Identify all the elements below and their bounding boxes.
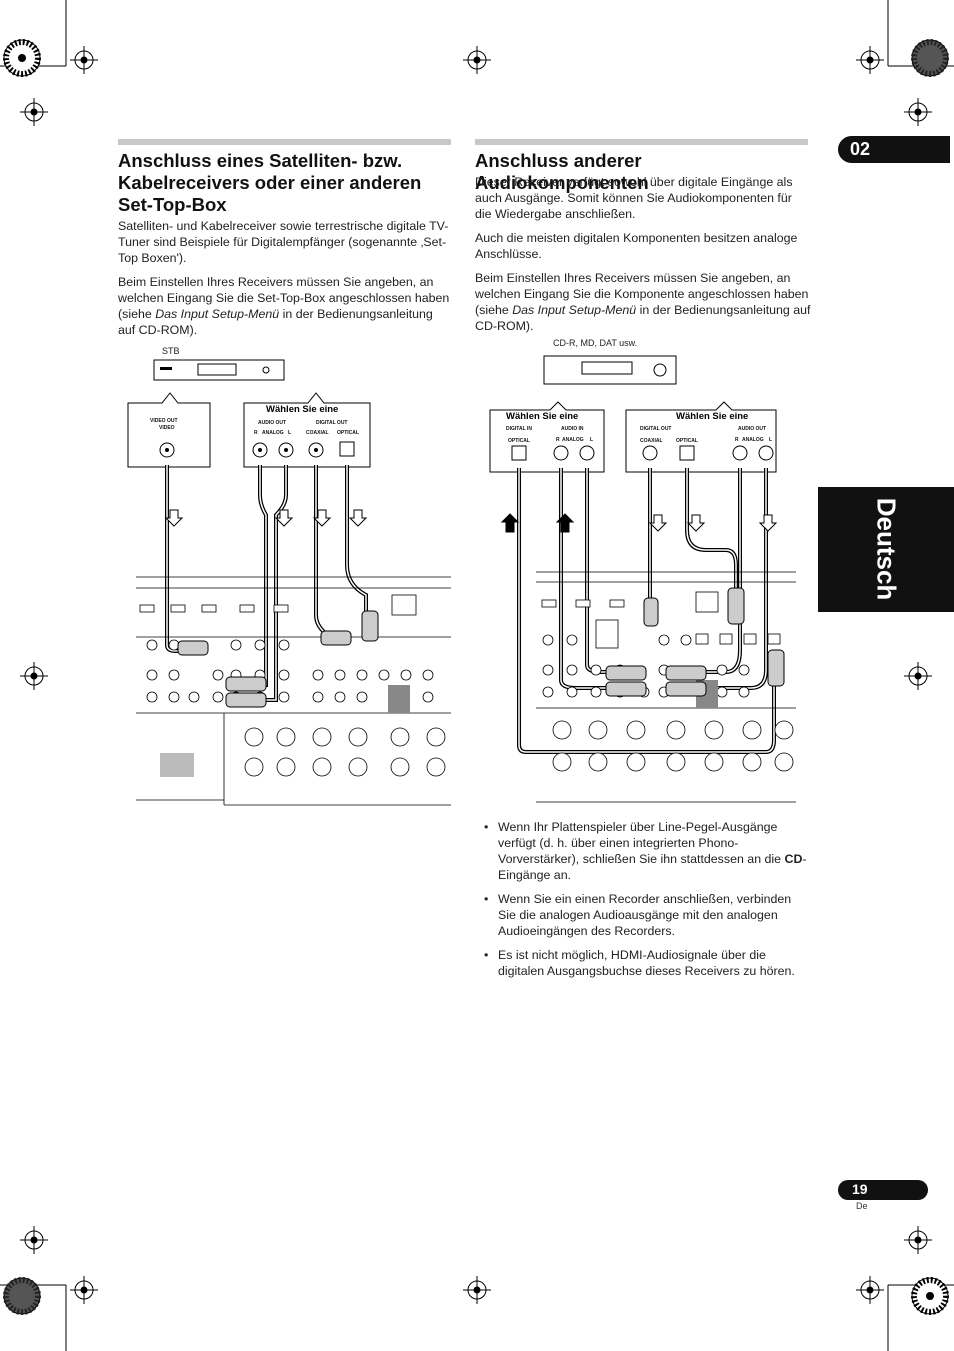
language-label: Deutsch xyxy=(871,497,902,601)
video-label: VIDEO xyxy=(159,425,175,431)
svg-text:OPTICAL: OPTICAL xyxy=(508,438,530,444)
svg-text:L: L xyxy=(590,437,593,443)
section-heading-right: Anschluss anderer Audiokomponenten xyxy=(475,150,649,193)
receiver-rear-panel-right xyxy=(536,571,796,803)
video-out-label: VIDEO OUT xyxy=(150,418,178,424)
svg-text:ANALOG: ANALOG xyxy=(562,437,584,443)
chapter-number: 02 xyxy=(850,139,871,159)
left-paragraph-1: Satelliten- und Kabelreceiver sowie terr… xyxy=(118,219,449,265)
section-rule-right xyxy=(475,139,808,145)
digital-out-label: DIGITAL OUT xyxy=(316,420,347,426)
svg-text:L: L xyxy=(769,437,772,443)
right-body: Dieser Receiver verfügt sowohl über digi… xyxy=(475,174,811,342)
note-3: Es ist nicht möglich, HDMI-Audiosignale … xyxy=(476,947,810,979)
coaxial-label: COAXIAL xyxy=(306,430,329,436)
recorder-label: CD-R, MD, DAT usw. xyxy=(553,338,638,348)
right-paragraph-3: Beim Einstellen Ihres Receivers müssen S… xyxy=(475,271,811,333)
svg-text:AUDIO IN: AUDIO IN xyxy=(561,426,584,432)
stb-label: STB xyxy=(162,346,180,356)
left-paragraph-2: Beim Einstellen Ihres Receivers müssen S… xyxy=(118,275,450,337)
left-body: Satelliten- und Kabelreceiver sowie terr… xyxy=(118,218,453,346)
svg-text:DIGITAL IN: DIGITAL IN xyxy=(506,426,532,432)
svg-text:OPTICAL: OPTICAL xyxy=(676,438,698,444)
note-1: Wenn Ihr Plattenspieler über Line-Pegel-… xyxy=(476,819,810,883)
chapter-tab: 02 xyxy=(838,136,950,163)
choose-one-label-1: Wählen Sie eine xyxy=(506,411,578,422)
choose-one-label-2: Wählen Sie eine xyxy=(676,411,748,422)
section-rule-left xyxy=(118,139,451,145)
svg-text:R: R xyxy=(254,430,258,436)
note-2: Wenn Sie ein einen Recorder anschließen,… xyxy=(476,891,810,939)
choose-one-label: Wählen Sie eine xyxy=(266,404,338,415)
svg-text:R: R xyxy=(556,437,560,443)
language-tab: Deutsch xyxy=(818,487,954,612)
section-heading-left: Anschluss eines Satelliten- bzw. Kabelre… xyxy=(118,150,422,215)
svg-text:COAXIAL: COAXIAL xyxy=(640,438,663,444)
analog-label: ANALOG xyxy=(262,430,284,436)
right-paragraph-1: Dieser Receiver verfügt sowohl über digi… xyxy=(475,175,793,221)
audio-out-label: AUDIO OUT xyxy=(258,420,286,426)
page-number-badge: 19 xyxy=(838,1180,928,1200)
notes-list: Wenn Ihr Plattenspieler über Line-Pegel-… xyxy=(476,819,810,987)
page-language: De xyxy=(856,1201,868,1211)
svg-text:AUDIO OUT: AUDIO OUT xyxy=(738,426,766,432)
svg-text:ANALOG: ANALOG xyxy=(742,437,764,443)
right-paragraph-2: Auch die meisten digitalen Komponenten b… xyxy=(475,231,798,261)
svg-text:DIGITAL OUT: DIGITAL OUT xyxy=(640,426,671,432)
receiver-jack-grid-right xyxy=(542,633,794,772)
optical-label: OPTICAL xyxy=(337,430,359,436)
audio-component-diagram: Wählen Sie eine Wählen Sie eine DIGITAL … xyxy=(489,355,796,803)
stb-connection-diagram: VIDEO OUT VIDEO Wählen Sie eine AUDIO OU… xyxy=(127,359,451,806)
svg-text:L: L xyxy=(288,430,291,436)
svg-text:R: R xyxy=(735,437,739,443)
receiver-jack-grid xyxy=(146,639,446,777)
page-number: 19 xyxy=(852,1181,868,1197)
receiver-rear-panel xyxy=(136,576,451,806)
